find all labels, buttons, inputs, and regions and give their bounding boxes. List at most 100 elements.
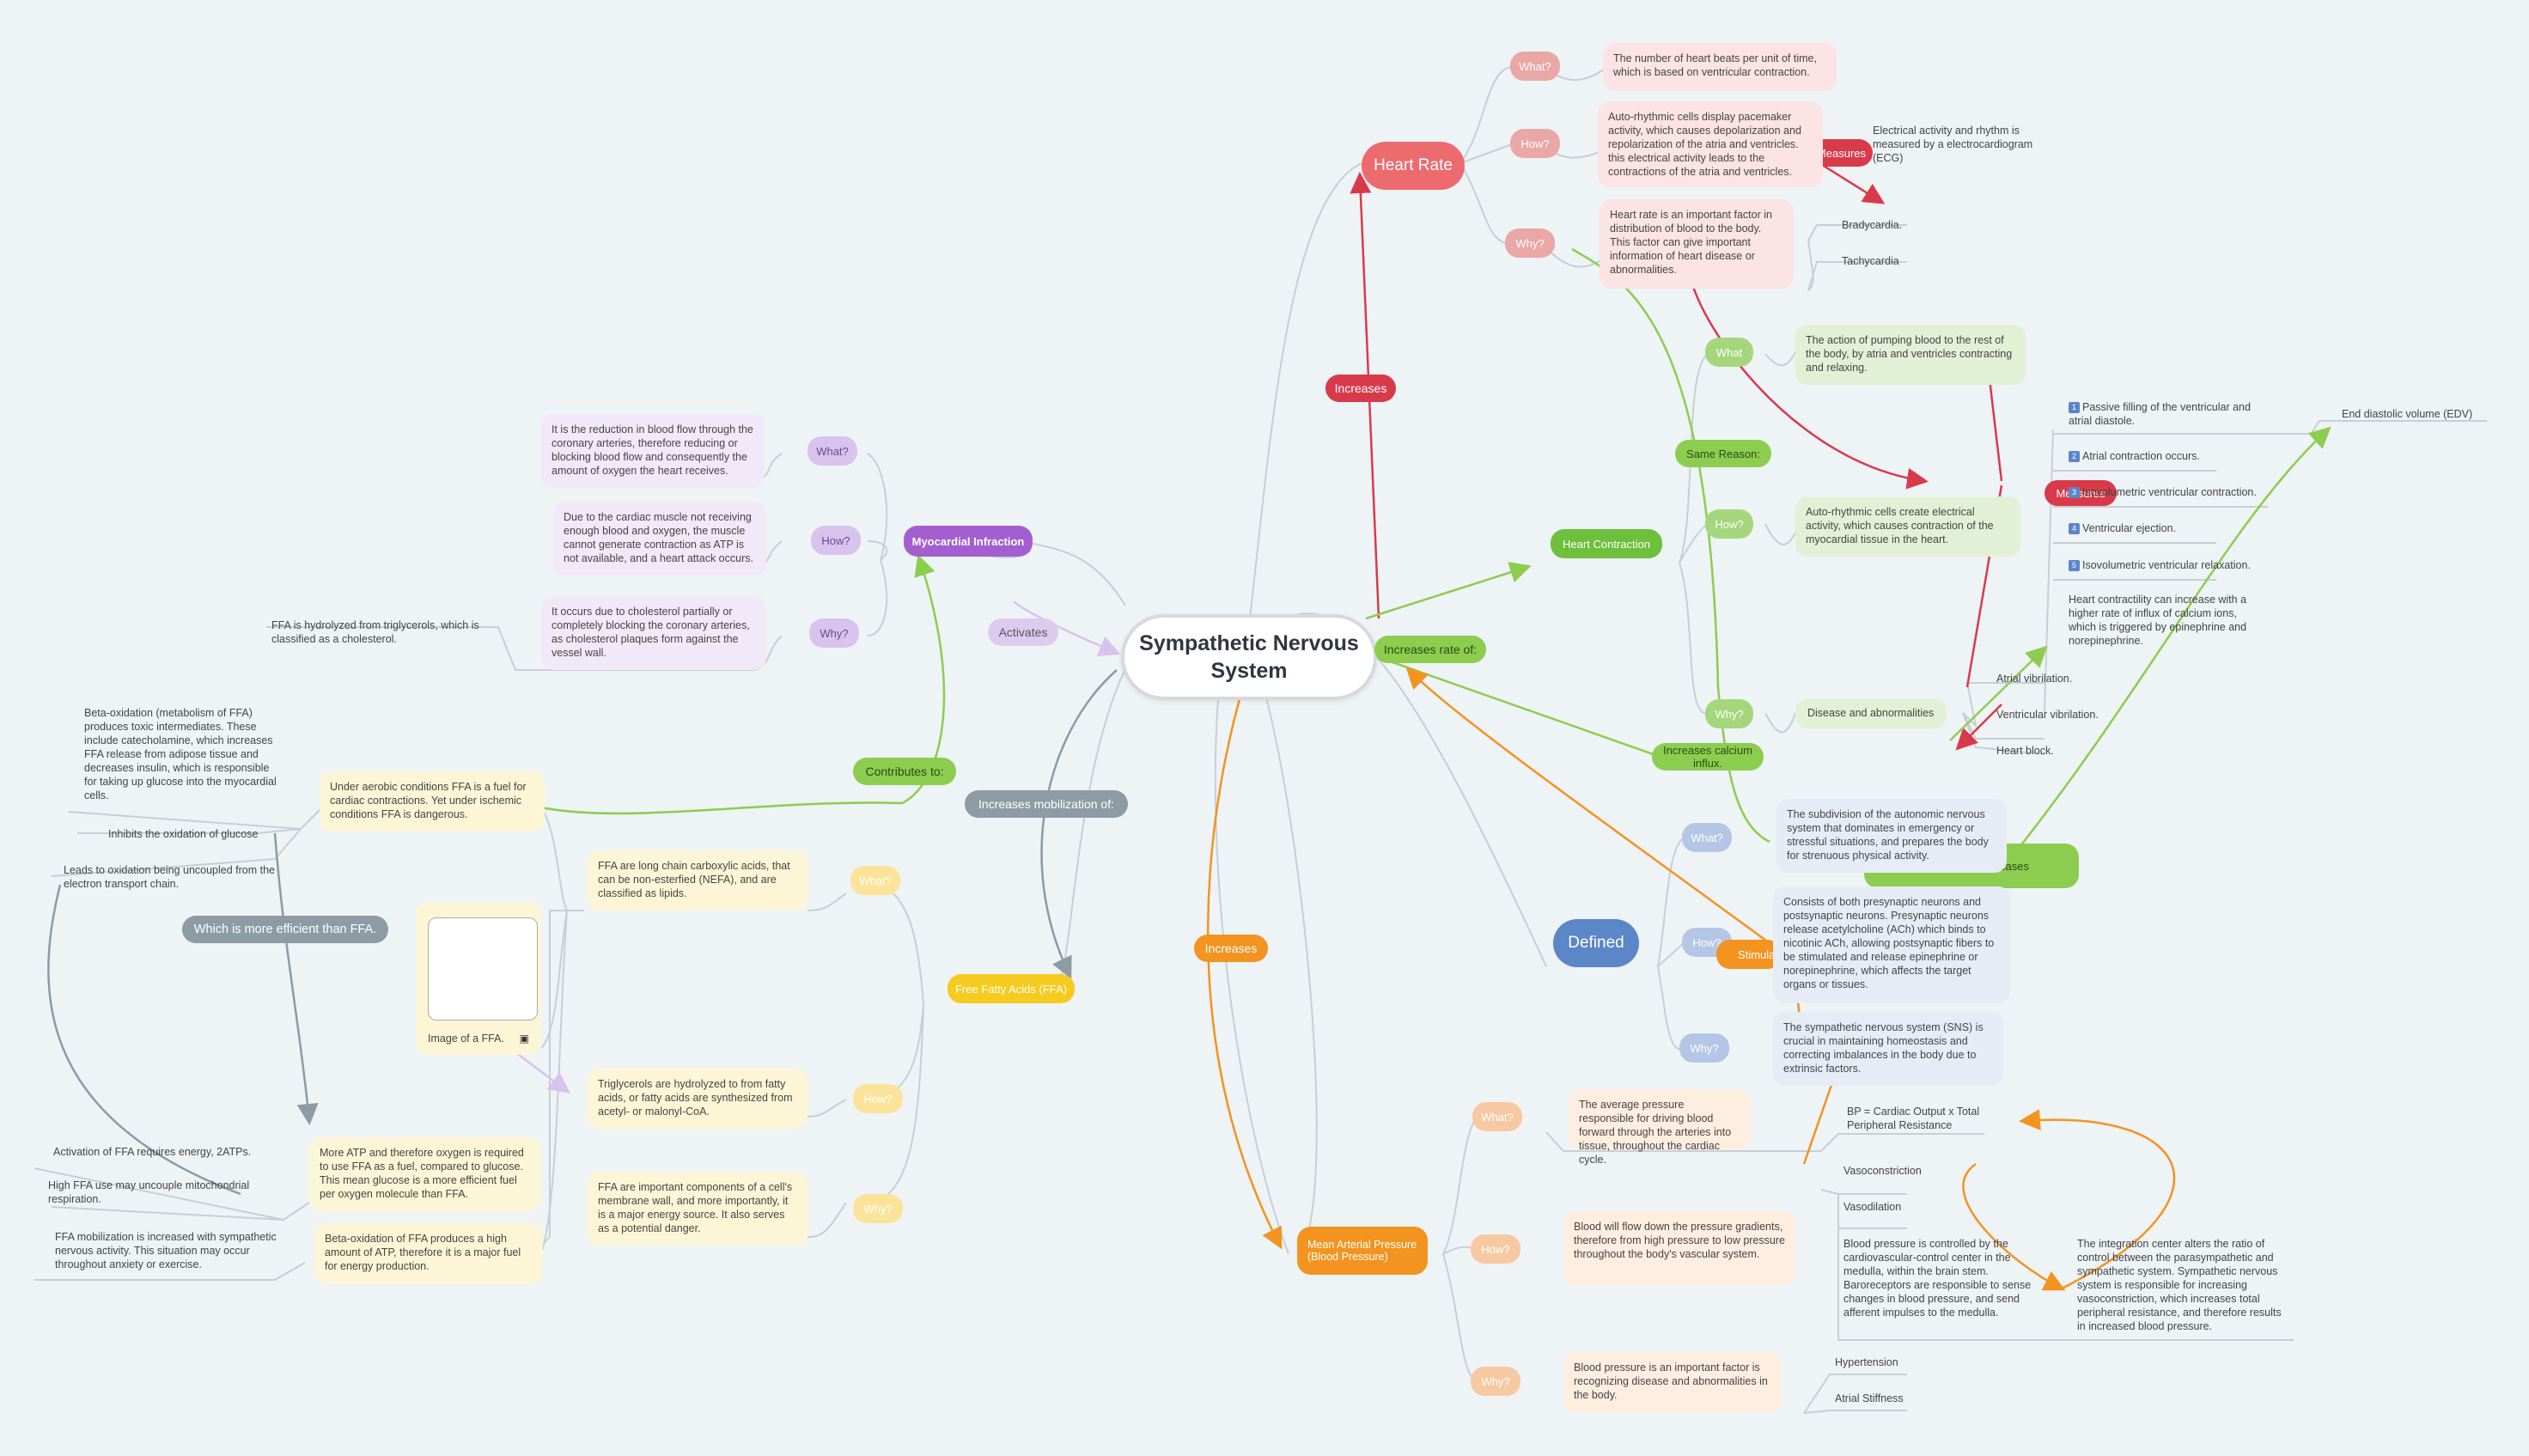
ffa-what-note[interactable]: FFA are long chain carboxylic acids, tha… [588,850,807,911]
heart-block-item: Heart block. [1996,744,2054,758]
atrial-stiffness-item: Atrial Stiffness [1835,1392,1904,1405]
ffa-hydrolyzed-text: FFA is hydrolyzed from triglycerols, whi… [271,618,498,646]
ffa-image-node[interactable]: Image of a FFA. ▣ [416,902,541,1055]
mi-why-note[interactable]: It occurs due to cholesterol partially o… [541,596,766,670]
note-text: Consists of both presynaptic neurons and… [1783,896,1995,990]
activates-label[interactable]: Activates [988,618,1058,646]
defined-what[interactable]: What? [1682,823,1732,852]
how-text: How? [1692,935,1722,949]
heart-rate-what[interactable]: What? [1510,52,1560,81]
ffa-how[interactable]: How? [853,1084,903,1113]
ffa-node[interactable]: Free Fatty Acids (FFA) [948,974,1075,1003]
phase-text: Atrial contraction occurs. [2082,450,2200,462]
heart-rate-increases-label[interactable]: Increases [1325,375,1396,402]
map-node[interactable]: Mean Arterial Pressure (Blood Pressure) [1297,1227,1428,1275]
contraction-how-note[interactable]: Auto-rhythmic cells create electrical ac… [1795,497,2020,557]
mi-node[interactable]: Myocardial Infraction [904,526,1033,557]
increases-rate-of-label[interactable]: Increases rate of: [1374,636,1486,663]
uncoupled-text: Leads to oxidation being uncoupled from … [64,863,278,891]
heart-rate-why[interactable]: Why? [1505,228,1555,258]
defined-why-note[interactable]: The sympathetic nervous system (SNS) is … [1773,1012,2003,1086]
map-what-note[interactable]: The average pressure responsible for dri… [1569,1089,1751,1166]
contraction-measures-label[interactable]: Measures [2045,480,2117,506]
map-increases-label[interactable]: Increases [1194,935,1268,962]
defined-node[interactable]: Defined [1553,919,1639,967]
mi-what[interactable]: What? [807,436,857,466]
contraction-what-note[interactable]: The action of pumping blood to the rest … [1795,325,2026,385]
map-what[interactable]: What? [1472,1102,1522,1131]
high-ffa-label: High FFA use may uncouple mitochondrial … [48,1179,250,1205]
how-text: How? [863,1092,893,1106]
note-text: Due to the cardiac muscle not receiving … [564,511,753,564]
contraction-why[interactable]: Why? [1705,699,1753,728]
note-text: The average pressure responsible for dri… [1579,1099,1732,1166]
activation-text: Activation of FFA requires energy, 2ATPs… [53,1145,251,1159]
ffa-label: Free Fatty Acids (FFA) [954,982,1068,996]
badge-2-icon: 2 [2069,451,2080,463]
heart-rate-what-note[interactable]: The number of heart beats per unit of ti… [1603,43,1837,91]
defined-why[interactable]: Why? [1679,1033,1729,1063]
more-efficient-label[interactable]: Which is more efficient than FFA. [182,916,388,943]
root-node[interactable]: Sympathetic Nervous System [1121,614,1377,700]
calcium-influx-text: Increases calcium influx. [1662,744,1753,770]
mi-label: Myocardial Infraction [911,534,1025,548]
map-why-note[interactable]: Blood pressure is an important factor is… [1563,1352,1782,1412]
contraction-how[interactable]: How? [1705,509,1753,539]
how-text: How? [1520,137,1550,150]
increases-text: Increases [1334,381,1387,395]
atrial-vib-text: Atrial vibrilation. [1996,673,2073,685]
more-atp-note[interactable]: More ATP and therefore oxygen is require… [309,1137,541,1211]
stimulates-label[interactable]: Stimulat [1716,940,1782,969]
ffa-how-note[interactable]: Triglycerols are hydrolyzed to from fatt… [588,1069,807,1129]
heart-rate-how-note[interactable]: Auto-rhythmic cells display pacemaker ac… [1598,101,1823,187]
mi-how-note[interactable]: Due to the cardiac muscle not receiving … [553,502,766,576]
bradycardia-text: Bradycardia. [1842,219,1903,231]
note-text: It occurs due to cholesterol partially o… [552,606,750,659]
contraction-what[interactable]: What [1705,338,1753,367]
defined-what-note[interactable]: The subdivision of the autonomic nervous… [1776,799,2007,873]
why-text: Why? [1715,707,1744,721]
map-how-note[interactable]: Blood will flow down the pressure gradie… [1563,1211,1795,1285]
ffa-what[interactable]: What? [850,866,900,895]
heart-contraction-label: Heart Contraction [1563,537,1650,551]
calcium-influx-label[interactable]: Increases calcium influx. [1652,743,1764,771]
note-text: Auto-rhythmic cells create electrical ac… [1806,506,1994,545]
heart-rate-node[interactable]: Heart Rate [1362,142,1465,190]
hydrolyzed-label: FFA is hydrolyzed from triglycerols, whi… [271,619,479,645]
map-why[interactable]: Why? [1471,1367,1520,1396]
contraction-why-note[interactable]: Disease and abnormalities [1795,699,1947,728]
tachycardia-text: Tachycardia [1842,255,1899,267]
contributes-to-label[interactable]: Contributes to: [853,758,956,785]
increases-mobilization-label[interactable]: Increases mobilization of: [965,790,1128,818]
defined-how-note[interactable]: Consists of both presynaptic neurons and… [1773,886,2010,1003]
mi-why[interactable]: Why? [809,618,859,648]
mi-what-note[interactable]: It is the reduction in blood flow throug… [541,414,765,488]
map-how[interactable]: How? [1471,1234,1520,1264]
image-caption: Image of a FFA. [428,1033,504,1045]
why-text: Why? [820,626,849,640]
phase-text: Passive filling of the ventricular and a… [2069,401,2251,427]
heart-contraction-node[interactable]: Heart Contraction [1551,529,1662,558]
ffa-aerobic-note[interactable]: Under aerobic conditions FFA is a fuel f… [320,771,545,832]
note-text: The action of pumping blood to the rest … [1806,334,2013,374]
uncoupled-label: Leads to oxidation being uncoupled from … [64,864,276,890]
increases-text: Increases [1204,941,1258,955]
mi-how[interactable]: How? [811,526,861,555]
heart-rate-why-note[interactable]: Heart rate is an important factor in dis… [1600,199,1794,289]
beta-atp-note[interactable]: Beta-oxidation of FFA produces a high am… [314,1223,543,1283]
heart-rate-how[interactable]: How? [1510,129,1560,158]
contributes-to-text: Contributes to: [865,765,944,778]
ffa-why[interactable]: Why? [853,1194,903,1223]
why-text: Why? [863,1202,893,1215]
badge-5-icon: 5 [2069,560,2080,572]
badge-1-icon: 1 [2069,402,2080,414]
same-reason-text: Same Reason: [1686,447,1760,460]
bp-formula-text: BP = Cardiac Output x Total Peripheral R… [1847,1106,1980,1131]
note-text: Heart rate is an important factor in dis… [1610,209,1772,276]
ffa-why-note[interactable]: FFA are important components of a cell's… [588,1172,807,1246]
same-reason-label[interactable]: Same Reason: [1675,440,1771,467]
tachycardia-item: Tachycardia [1842,254,1899,268]
